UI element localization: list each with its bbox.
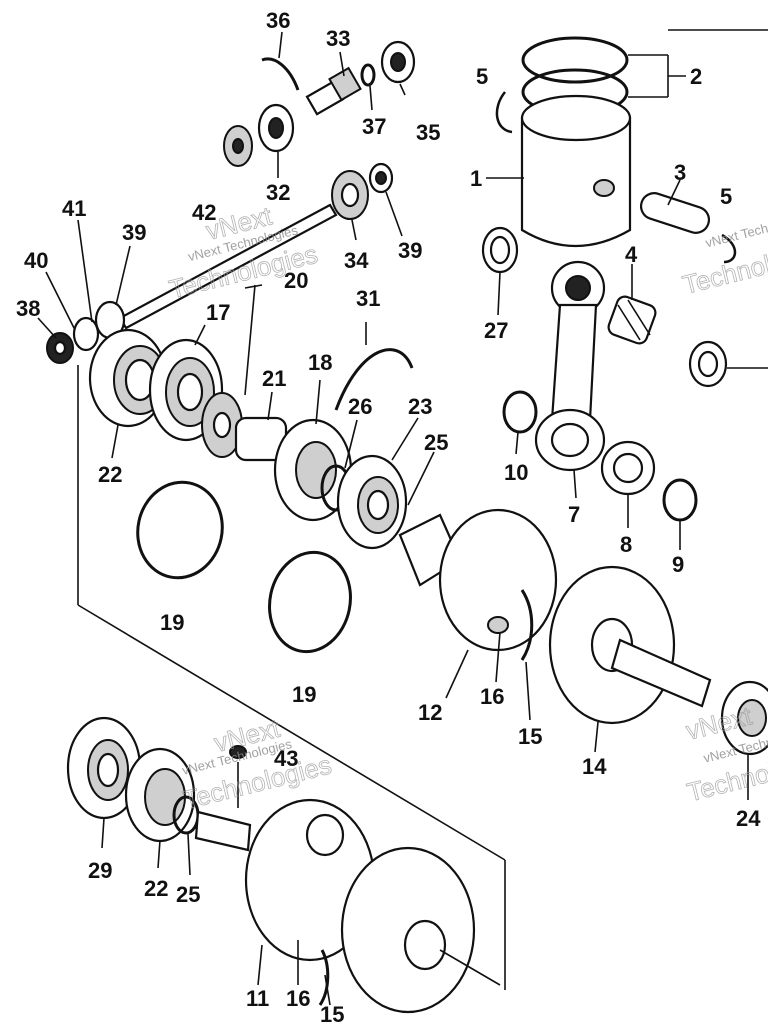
svg-text:vNext Technologies: vNext Technologies [704, 209, 768, 251]
piston-rings-2 [521, 29, 768, 116]
crank-half-12 [398, 508, 558, 652]
callout-17: 17 [206, 300, 230, 325]
callout-23: 23 [408, 394, 432, 419]
pin-43 [229, 745, 247, 808]
needle-bearing-4 [607, 295, 657, 345]
callout-24: 24 [736, 806, 761, 831]
callout-8: 8 [620, 532, 632, 557]
callout-36: 36 [266, 8, 290, 33]
callout-39-left: 39 [122, 220, 146, 245]
callout-25-upper: 25 [424, 430, 448, 455]
bearing-23 [336, 454, 408, 550]
callout-9: 9 [672, 552, 684, 577]
callout-40: 40 [24, 248, 48, 273]
assembly-bracket-lines [77, 365, 506, 990]
callout-1: 1 [470, 166, 482, 191]
snap-ring-19-left [136, 480, 224, 580]
callout-20: 20 [284, 268, 308, 293]
snap-ring-19-right [268, 550, 352, 654]
callout-12: 12 [418, 700, 442, 725]
callout-15-lower: 15 [320, 1002, 344, 1024]
drive-gear-20 [201, 284, 256, 458]
washer-37 [360, 63, 376, 87]
gear-pinion-small [223, 125, 253, 167]
circlip-36 [261, 57, 300, 91]
callout-31: 31 [356, 286, 380, 311]
callout-14: 14 [582, 754, 607, 779]
callout-10: 10 [504, 460, 528, 485]
gear-34 [331, 170, 369, 220]
callout-15-upper: 15 [518, 724, 542, 749]
piston-pin-3 [639, 192, 711, 234]
callout-19-left: 19 [160, 610, 184, 635]
callout-22-upper: 22 [98, 462, 122, 487]
callout-25-lower: 25 [176, 882, 200, 907]
needle-bearing-8 [600, 440, 656, 496]
washer-9 [662, 478, 698, 522]
piston-1 [520, 94, 632, 247]
seal-right-edge [688, 340, 768, 388]
callout-leaders [37, 31, 749, 1006]
crank-half-14 [548, 565, 712, 725]
collar-18 [273, 418, 353, 522]
callout-41: 41 [62, 196, 86, 221]
callout-39-upper: 39 [398, 238, 422, 263]
watermark-2: vNext vNext Technologies Technologies [180, 712, 335, 815]
snap-ring-31 [334, 348, 414, 411]
callout-16-upper: 16 [480, 684, 504, 709]
seal-29 [66, 716, 142, 820]
callout-21: 21 [262, 366, 286, 391]
connecting-rod-7 [534, 260, 606, 472]
washer-10 [502, 390, 538, 434]
bearing-22-lower [124, 747, 196, 843]
callout-38: 38 [16, 296, 40, 321]
callout-11: 11 [246, 986, 269, 1011]
callout-4: 4 [625, 242, 638, 267]
callout-29: 29 [88, 858, 112, 883]
callout-37: 37 [362, 114, 386, 139]
pump-shaft-33 [305, 51, 362, 116]
circlip-5-left [495, 91, 513, 134]
key-15-lower [318, 949, 330, 1006]
bearing-24 [720, 680, 768, 756]
callout-5-left: 5 [476, 64, 488, 89]
key-15-upper [520, 589, 534, 661]
callout-43: 43 [274, 746, 298, 771]
callout-5-right: 5 [720, 184, 732, 209]
crank-assembly-11 [194, 798, 501, 1014]
callout-26: 26 [348, 394, 372, 419]
callout-22-lower: 22 [144, 876, 168, 901]
callout-7: 7 [568, 502, 580, 527]
bearing-35 [380, 40, 416, 84]
callout-3: 3 [674, 160, 686, 185]
callout-16-lower: 16 [286, 986, 310, 1011]
circlip-5-right [721, 233, 737, 264]
callout-19-right: 19 [292, 682, 316, 707]
seal-27 [481, 226, 519, 274]
callout-33: 33 [326, 26, 350, 51]
nut-39-upper [368, 162, 394, 194]
bearing-32 [257, 103, 295, 153]
callout-32: 32 [266, 180, 290, 205]
callout-42: 42 [192, 200, 216, 225]
callout-labels: 36 33 35 37 32 34 39 39 41 42 40 38 20 1… [16, 8, 761, 1024]
bearing-22-left [88, 328, 168, 428]
callout-2: 2 [690, 64, 702, 89]
callout-18: 18 [308, 350, 332, 375]
callout-27: 27 [484, 318, 508, 343]
callout-35: 35 [416, 120, 440, 145]
callout-34: 34 [344, 248, 369, 273]
